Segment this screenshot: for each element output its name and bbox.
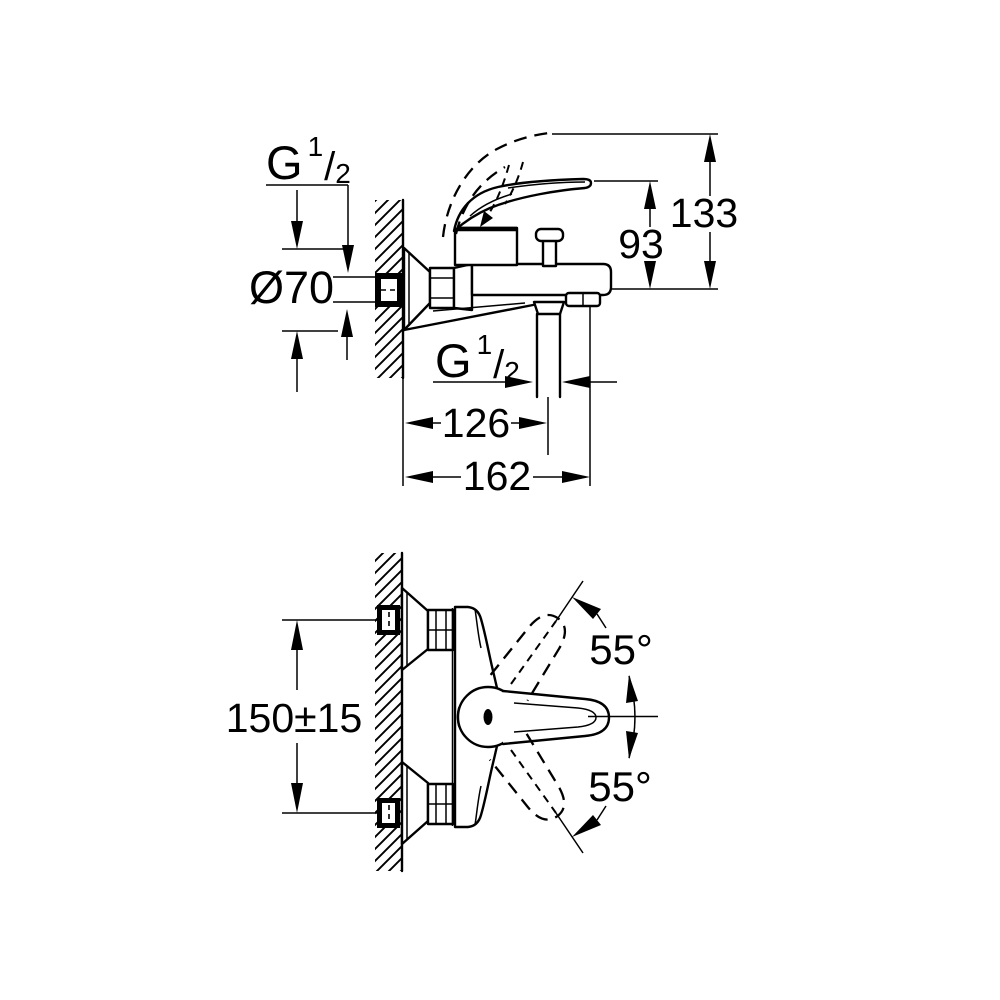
mounting-distance-label: 150±15: [226, 695, 363, 741]
escutcheon-cone-top: [400, 586, 430, 672]
lever-swung-up-dashed: [489, 613, 567, 702]
wall-connection-box-bottom: [377, 798, 400, 828]
swing-angle-up-label: 55°: [589, 626, 653, 673]
diverter-knob-cap: [534, 227, 565, 243]
lever-fill: [503, 691, 609, 744]
lever-top-inner-line: [507, 181, 586, 189]
lever-raised-dashed: [441, 131, 550, 238]
escutcheon-cone-bottom: [400, 760, 430, 846]
dimension-spout-depth: 162: [405, 453, 590, 499]
shower-depth-label: 126: [442, 400, 510, 446]
body-inner-curve-top: [474, 608, 482, 649]
dimension-mounting-distance: 150±15: [226, 619, 377, 814]
angle-arc: [626, 675, 638, 759]
diverter-knob-stem: [541, 238, 558, 268]
dimension-shower-depth: 126: [405, 400, 547, 446]
flange-diameter-label: Ø70: [249, 262, 334, 313]
faucet-body: [470, 262, 613, 297]
body-underside-line: [402, 303, 535, 332]
shower-outlet: [532, 300, 566, 316]
dimension-angle-down: 55°: [510, 749, 652, 854]
body-inner-curve-bottom: [474, 785, 482, 826]
lever-handle: [452, 177, 593, 233]
lever-screw-dot: [483, 709, 493, 725]
total-height-label: 133: [670, 190, 738, 236]
lever-swung-down-dashed: [488, 733, 566, 821]
dimension-total-height: 133: [552, 133, 738, 289]
lever-handle-plan: [501, 689, 611, 746]
lever-inner-outline: [513, 702, 597, 733]
spout-depth-label: 162: [463, 453, 531, 499]
spout-height-label: 93: [618, 221, 664, 267]
union-nut-bottom: [426, 782, 455, 826]
escutcheon-cone: [402, 246, 432, 332]
lever-inner-line: [469, 193, 513, 217]
wall-connection-box-top: [377, 605, 400, 635]
union-nut: [428, 266, 456, 310]
union-nut-top: [426, 608, 455, 652]
swing-angle-down-label: 55°: [588, 763, 652, 810]
front-view-drawing: 55° 55° 150±15: [226, 551, 658, 873]
wall-connection-box: [375, 273, 403, 307]
collar: [452, 262, 474, 312]
body-underside-inner-line: [432, 302, 526, 312]
cartridge-block: [453, 226, 519, 267]
dimension-spout-height: 93: [594, 180, 664, 289]
dome-highlight: [456, 706, 460, 728]
dimension-angle-up: 55°: [510, 580, 653, 685]
dimension-flange-diameter: Ø70: [249, 190, 344, 392]
